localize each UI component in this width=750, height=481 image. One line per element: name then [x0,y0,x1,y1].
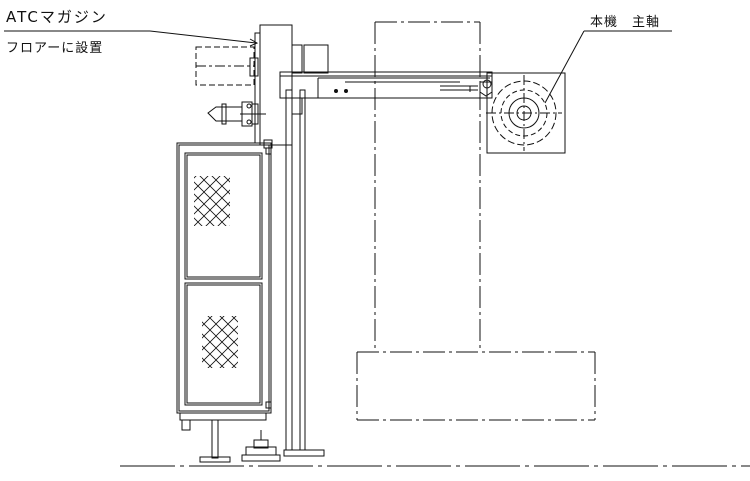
atc-magazine-label: ATCマガジン [6,8,108,26]
machine-column [357,22,595,420]
magazine-cabinet [177,143,271,430]
floor-install-label: フロアーに設置 [6,41,104,56]
leader-lines [4,31,672,103]
magazine-head [196,25,328,148]
tool-holder [208,102,266,126]
spindle-target [486,73,565,153]
transfer-arm [280,72,492,98]
machine-spindle-label: 本機 主軸 [590,15,661,30]
magazine-stand [200,90,324,462]
